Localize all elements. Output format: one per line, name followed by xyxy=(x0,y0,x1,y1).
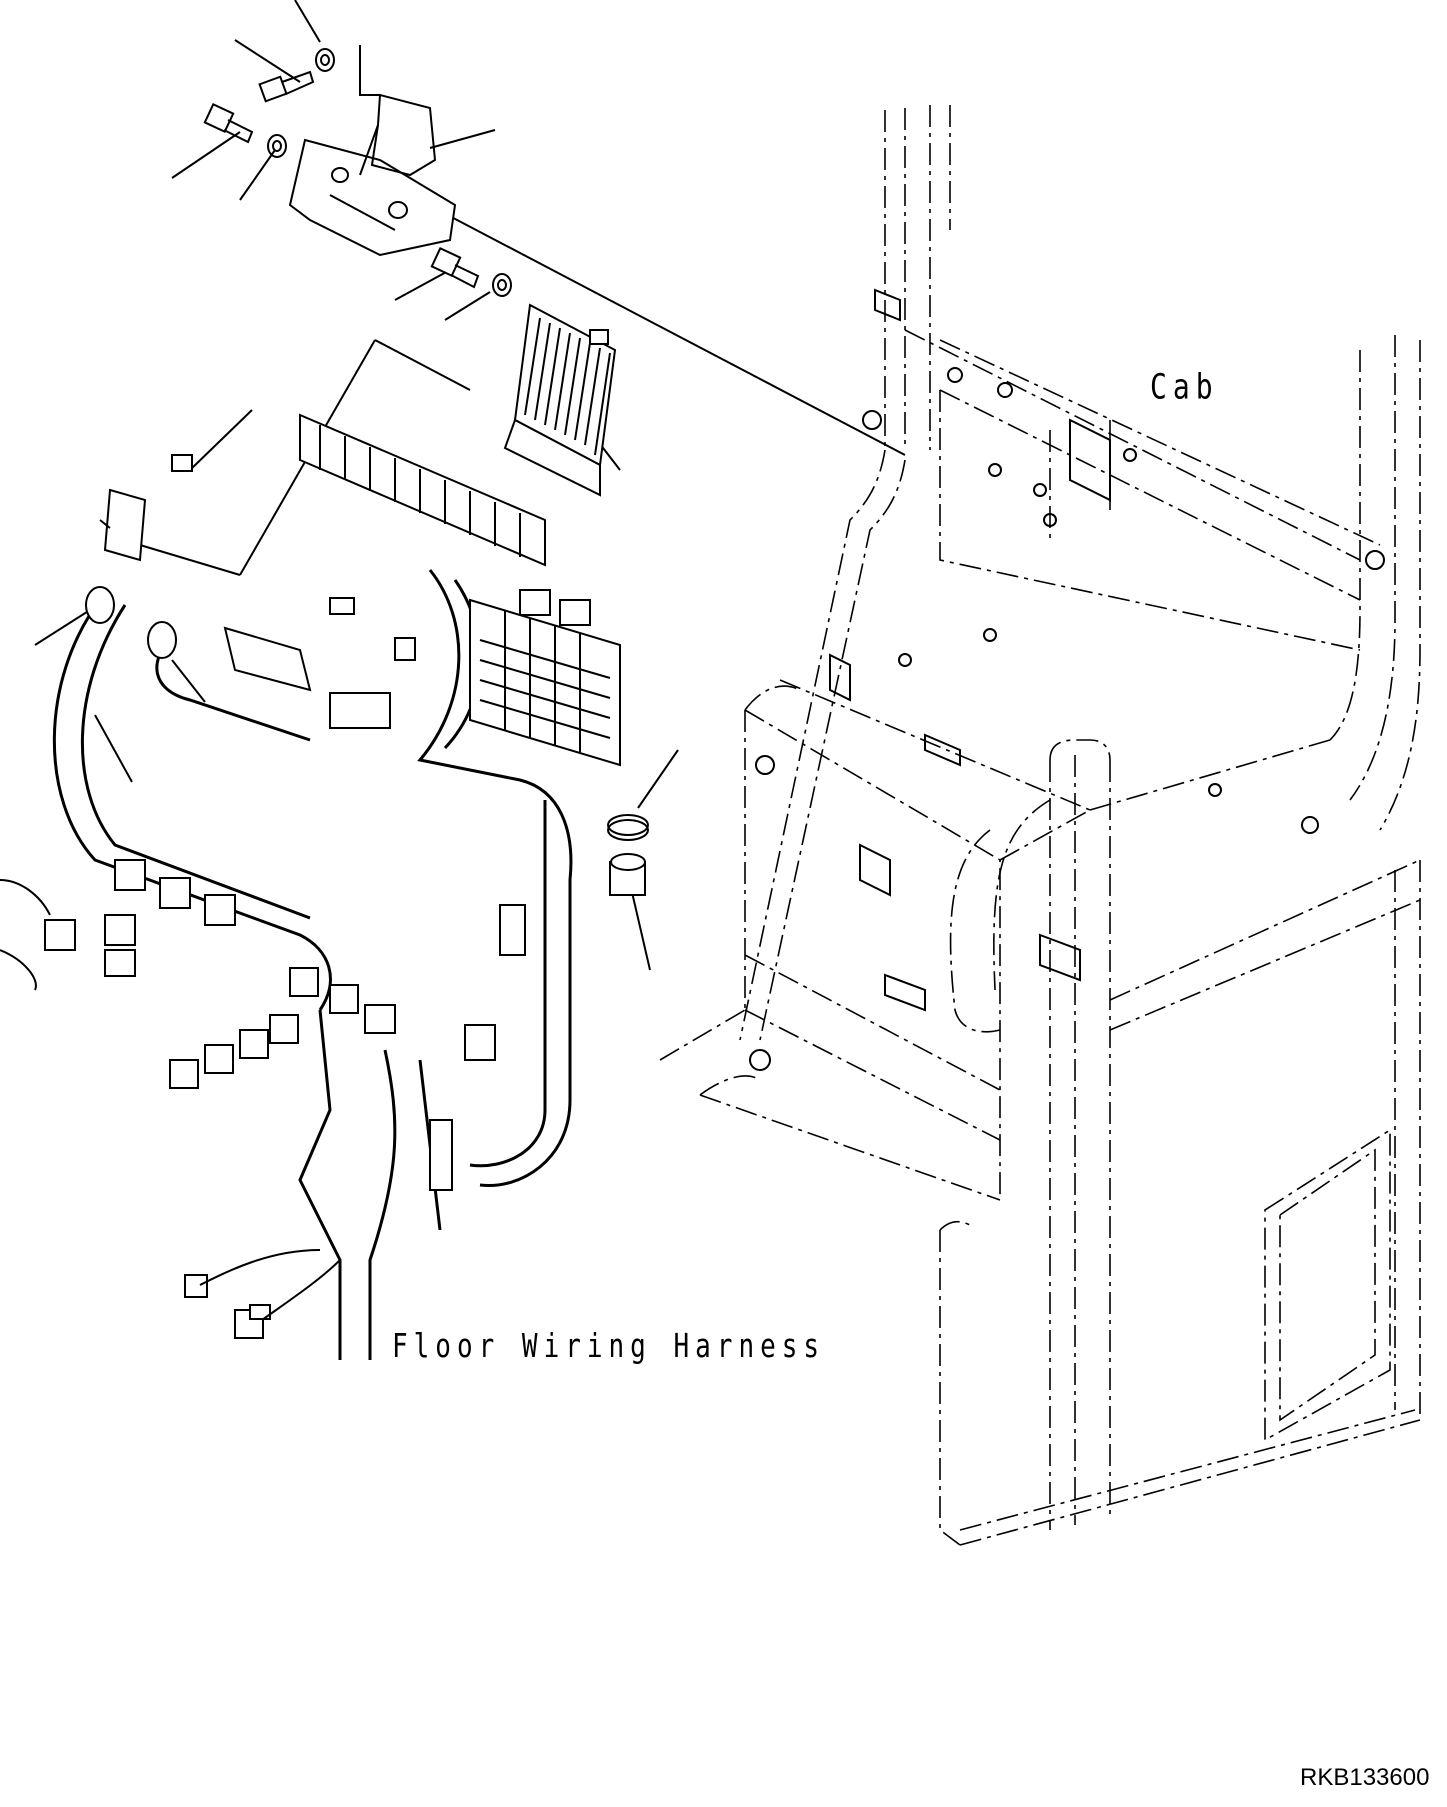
controller-unit xyxy=(503,303,617,497)
floor-wiring-harness-label: Floor Wiring Harness xyxy=(392,1328,826,1366)
cab-structure xyxy=(659,105,1421,1546)
bolt-group xyxy=(203,48,512,297)
leader-lines xyxy=(34,0,906,971)
floor-wiring-harness xyxy=(0,413,621,1360)
grommet-clamp xyxy=(607,814,649,896)
cab-label: Cab xyxy=(1150,365,1219,408)
mounting-bracket xyxy=(288,45,457,257)
drawing-reference-code: RKB133600 xyxy=(1300,1764,1430,1791)
